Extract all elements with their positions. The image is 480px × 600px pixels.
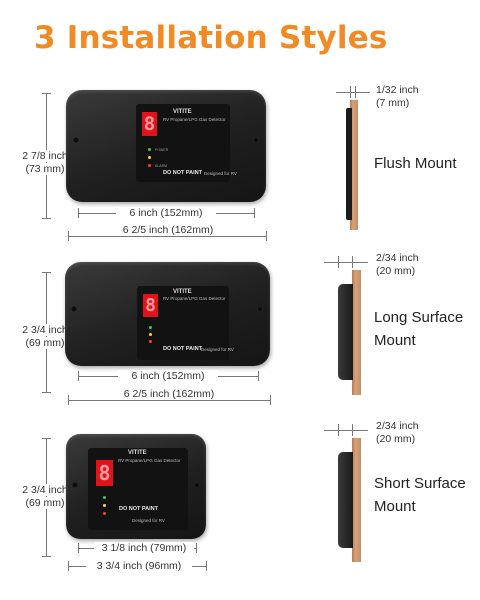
- device-subtitle: RV Propane/LPG Gas Detector: [163, 296, 226, 301]
- designed-for-label: Designed for RV: [201, 347, 234, 352]
- inner-width-label: 3 1/8 inch (79mm): [94, 542, 194, 554]
- depth-inch-label: 1/32 inch: [376, 84, 419, 96]
- designed-for-label: Designed for RV: [204, 171, 237, 176]
- depth-inch-label: 2/34 inch: [376, 252, 419, 264]
- height-mm-label: (69 mm): [4, 497, 86, 509]
- inner-width-label: 6 inch (152mm): [116, 207, 216, 219]
- brand-label: VITITE: [128, 450, 147, 456]
- height-inch-label: 2 7/8 inch: [4, 150, 86, 162]
- wall-panel: [352, 270, 361, 395]
- do-not-paint-label: DO NOT PAINT: [119, 506, 159, 512]
- mount-name-line1: Long Surface: [374, 309, 464, 326]
- outer-width-label: 6 2/5 inch (162mm): [108, 388, 230, 400]
- outer-width-label: 3 3/4 inch (96mm): [86, 560, 192, 572]
- led-display: 8: [143, 294, 158, 317]
- device-subtitle: RV Propane/LPG Gas Detector: [163, 117, 226, 122]
- detector-device: 8 VITITE RV Propane/LPG Gas Detector DO …: [65, 262, 270, 366]
- alarm-label: ALARM: [155, 164, 168, 168]
- designed-for-label: Designed for RV: [132, 518, 165, 523]
- side-profile: [338, 284, 353, 380]
- depth-mm-label: (20 mm): [376, 265, 416, 277]
- side-profile: [338, 452, 353, 548]
- depth-mm-label: (7 mm): [376, 97, 410, 109]
- outer-width-label: 6 2/5 inch (162mm): [108, 224, 228, 236]
- power-label: POWER: [155, 148, 169, 152]
- wall-panel: [350, 100, 358, 230]
- mount-name-line2: Mount: [374, 498, 416, 515]
- device-subtitle: RV Propane/LPG Gas Detector: [118, 458, 181, 463]
- outer-width-line: [68, 400, 270, 401]
- mount-name-line2: Mount: [374, 332, 416, 349]
- led-display: 8: [142, 112, 157, 136]
- depth-mm-label: (20 mm): [376, 433, 416, 445]
- detector-device: 8 VITITE RV Propane/LPG Gas Detector DO …: [66, 434, 206, 539]
- mount-name-line1: Short Surface: [374, 475, 466, 492]
- outer-width-line: [68, 236, 266, 237]
- height-mm-label: (73 mm): [4, 163, 86, 175]
- led-display: 8: [96, 460, 113, 486]
- depth-inch-label: 2/34 inch: [376, 420, 419, 432]
- do-not-paint-label: DO NOT PAINT: [163, 346, 203, 352]
- mount-name: Flush Mount: [374, 155, 457, 172]
- side-profile: [346, 108, 352, 220]
- inner-width-label: 6 inch (152mm): [118, 370, 218, 382]
- detector-device: 8 VITITE RV Propane/LPG Gas Detector POW…: [66, 90, 266, 202]
- wall-panel: [352, 438, 361, 562]
- page-title: 3 Installation Styles: [34, 20, 388, 56]
- brand-label: VITITE: [173, 289, 192, 295]
- brand-label: VITITE: [173, 109, 192, 115]
- height-inch-label: 2 3/4 inch: [4, 484, 86, 496]
- do-not-paint-label: DO NOT PAINT: [163, 170, 203, 176]
